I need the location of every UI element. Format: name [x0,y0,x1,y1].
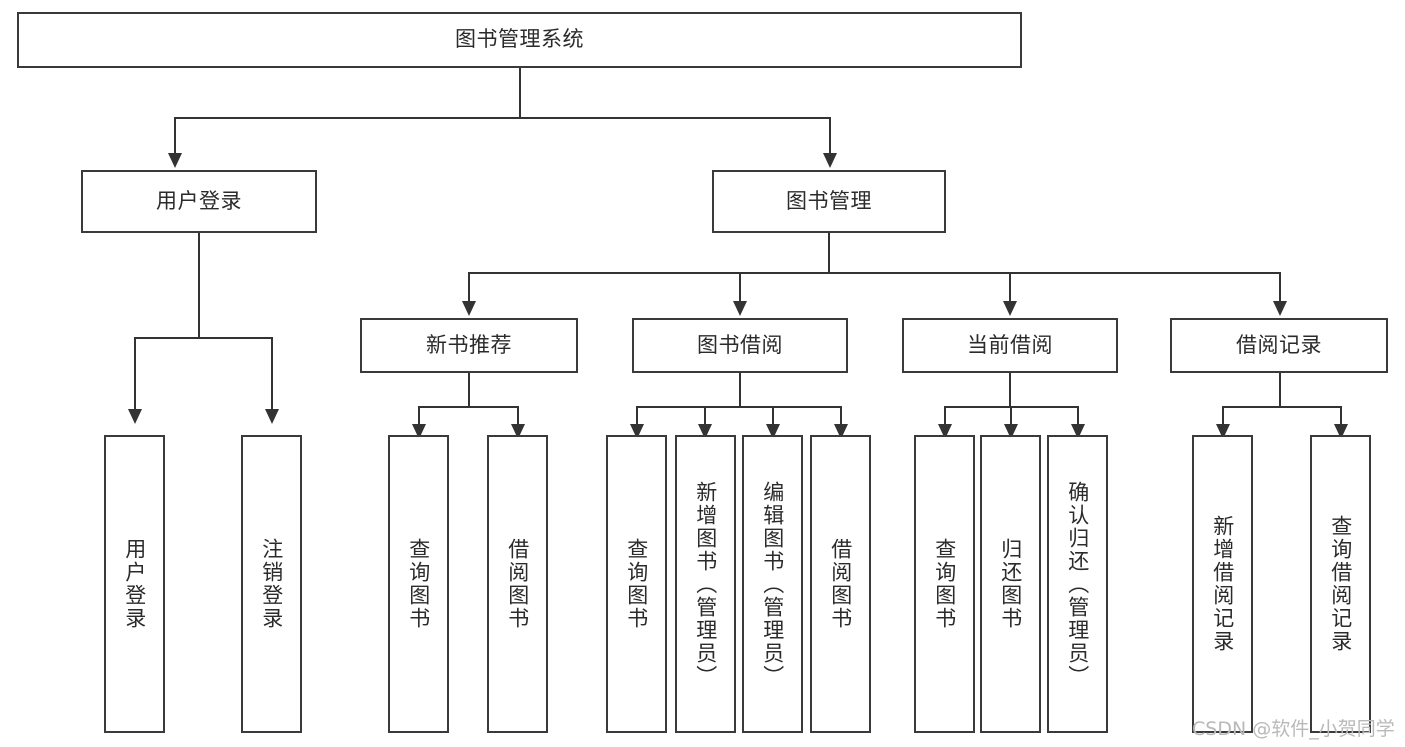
arrowhead-level2-1 [168,153,182,168]
node-label: 借阅记录 [1236,332,1322,357]
arrowhead-level2-2 [823,153,837,168]
connector-current-drop-2 [1010,406,1012,426]
leaf-recommend-borrow-book[interactable]: 借阅图书 [487,435,548,733]
connector-recommend-drop-2 [517,406,519,426]
leaf-label: 用户登录 [122,538,147,630]
connector-user-login-stem [198,233,200,337]
connector-record-drop-2 [1340,406,1342,426]
connector-user-login-drop-1 [134,337,136,411]
connector-current-stem [1009,373,1011,406]
node-label: 用户登录 [156,188,242,213]
connector-record-stem [1279,373,1281,406]
connector-recommend-drop-1 [418,406,420,426]
connector-level2-bus [174,117,831,119]
connector-level2-drop-1 [174,117,176,155]
connector-borrow-drop-1 [636,406,638,426]
leaf-borrow-add-book[interactable]: 新增图书（管理员） [675,435,736,733]
leaf-label: 确认归还（管理员） [1065,480,1090,688]
connector-root-stem [519,68,521,117]
connector-record-drop-1 [1222,406,1224,426]
connector-user-login-bus [134,337,272,339]
leaf-label: 借阅图书 [828,538,853,630]
connector-recommend-bus [418,406,518,408]
connector-current-drop-1 [944,406,946,426]
connector-current-drop-3 [1077,406,1079,426]
connector-level2-drop-2 [829,117,831,155]
connector-level3-drop-1 [468,272,470,303]
leaf-current-return-book[interactable]: 归还图书 [980,435,1041,733]
leaf-label: 查询借阅记录 [1328,515,1353,653]
leaf-label: 查询图书 [624,538,649,630]
connector-record-bus [1222,406,1341,408]
leaf-label: 新增图书（管理员） [693,480,718,688]
node-book-management[interactable]: 图书管理 [712,170,946,233]
leaf-label: 注销登录 [259,538,284,630]
leaf-borrow-query-book[interactable]: 查询图书 [606,435,667,733]
connector-borrow-drop-3 [772,406,774,426]
watermark-csdn: CSDN @软件_小贺同学 [1192,718,1395,740]
node-label: 新书推荐 [426,332,512,357]
leaf-borrow-borrow-book[interactable]: 借阅图书 [810,435,871,733]
connector-level3-bus [468,272,1280,274]
leaf-current-confirm-return[interactable]: 确认归还（管理员） [1047,435,1108,733]
connector-borrow-drop-4 [840,406,842,426]
node-new-book-recommend[interactable]: 新书推荐 [360,318,578,373]
leaf-recommend-query-book[interactable]: 查询图书 [388,435,449,733]
leaf-borrow-edit-book[interactable]: 编辑图书（管理员） [742,435,803,733]
leaf-record-add-record[interactable]: 新增借阅记录 [1192,435,1253,733]
node-label: 当前借阅 [967,332,1053,357]
arrowhead-user-login-1 [128,409,142,424]
arrowhead-level3-3 [1003,301,1017,316]
connector-borrow-bus [636,406,841,408]
node-label: 图书借阅 [697,332,783,357]
leaf-label: 借阅图书 [505,538,530,630]
arrowhead-user-login-2 [265,409,279,424]
connector-book-mgmt-stem [828,233,830,272]
leaf-current-query-book[interactable]: 查询图书 [914,435,975,733]
connector-level3-drop-3 [1009,272,1011,303]
connector-borrow-stem [739,373,741,406]
leaf-label: 查询图书 [406,538,431,630]
connector-user-login-drop-2 [271,337,273,411]
leaf-label: 新增借阅记录 [1210,515,1235,653]
arrowhead-level3-2 [733,301,747,316]
connector-level3-drop-2 [739,272,741,303]
node-current-borrow[interactable]: 当前借阅 [902,318,1118,373]
leaf-record-query-record[interactable]: 查询借阅记录 [1310,435,1371,733]
leaf-label: 查询图书 [932,538,957,630]
arrowhead-level3-4 [1273,301,1287,316]
connector-level3-drop-4 [1279,272,1281,303]
arrowhead-level3-1 [462,301,476,316]
leaf-label: 归还图书 [998,538,1023,630]
connector-recommend-stem [468,373,470,406]
node-book-borrow[interactable]: 图书借阅 [632,318,848,373]
leaf-user-login[interactable]: 用户登录 [104,435,165,733]
node-root-system[interactable]: 图书管理系统 [17,12,1022,68]
node-borrow-record[interactable]: 借阅记录 [1170,318,1388,373]
leaf-label: 编辑图书（管理员） [760,480,785,688]
node-user-login[interactable]: 用户登录 [81,170,317,233]
node-label: 图书管理 [786,188,872,213]
node-label: 图书管理系统 [455,27,584,52]
connector-borrow-drop-2 [704,406,706,426]
leaf-logout[interactable]: 注销登录 [241,435,302,733]
